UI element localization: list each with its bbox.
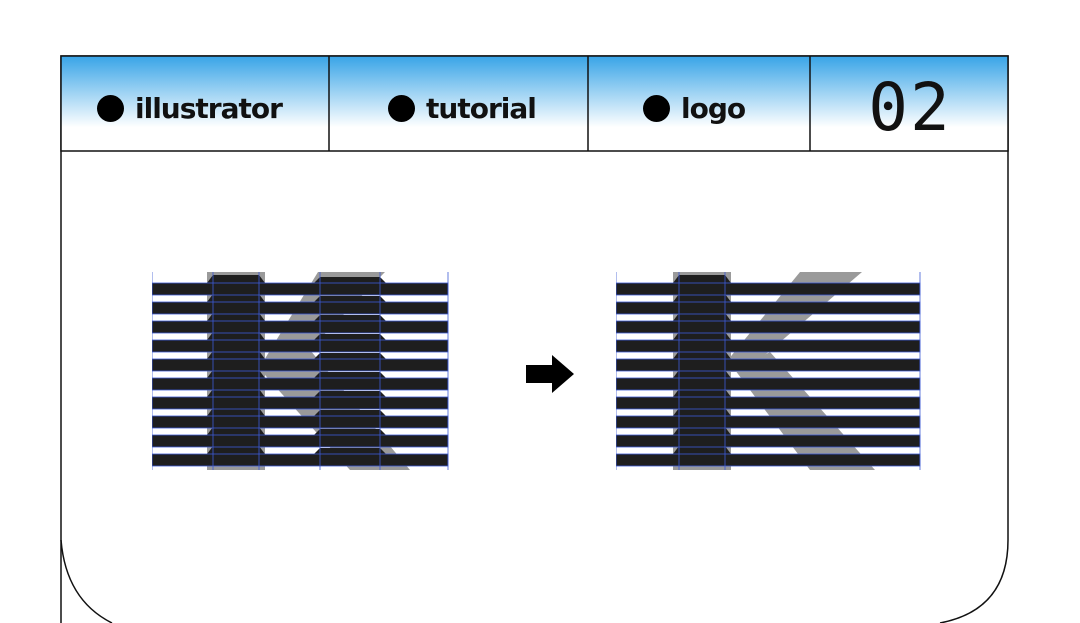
card-bottom-left-corner — [60, 539, 113, 623]
bullet-dot-icon — [643, 94, 670, 122]
stripe-bump — [673, 389, 731, 397]
stripe — [152, 302, 448, 314]
letter-k-after — [616, 272, 921, 470]
stripe-bump — [207, 370, 265, 378]
stripe-bump — [314, 353, 386, 359]
stripes-result — [616, 275, 920, 466]
stripe-bump — [314, 334, 386, 340]
anchor-paths — [152, 272, 449, 470]
letter-k-before — [152, 272, 449, 470]
stripe — [152, 378, 448, 390]
stripe-bump — [207, 332, 265, 340]
stripe-bump — [207, 389, 265, 397]
stripe-bump — [207, 351, 265, 359]
stripe-bump — [207, 446, 265, 454]
stripe-bump — [314, 296, 386, 302]
stripe — [616, 283, 920, 295]
stripe-bump — [314, 277, 386, 283]
stripe — [616, 302, 920, 314]
stripe-bump — [314, 448, 386, 454]
right-arrow-icon — [526, 355, 574, 393]
stripe-bump — [673, 313, 731, 321]
stripe-bump — [673, 294, 731, 302]
bullet-dot-icon — [388, 94, 415, 122]
tag-label: illustrator — [135, 91, 283, 125]
stripe-bump — [673, 351, 731, 359]
stripe — [152, 359, 448, 371]
stripes-warped — [152, 275, 448, 466]
stripe — [616, 321, 920, 333]
stripe — [152, 340, 448, 352]
stripe-bump — [314, 372, 386, 378]
tag-label: tutorial — [426, 91, 537, 125]
stripe-bump — [207, 275, 265, 283]
stripe — [616, 397, 920, 409]
stripe — [616, 454, 920, 466]
stripe-bump — [673, 275, 731, 283]
anchor-paths — [616, 272, 921, 470]
stripe — [616, 359, 920, 371]
stripe — [616, 340, 920, 352]
stripe-bump — [673, 427, 731, 435]
tag-tutorial: tutorial — [388, 84, 537, 132]
stripe-bump — [673, 332, 731, 340]
stripe-bump — [314, 315, 386, 321]
stripe-bump — [673, 446, 731, 454]
stripe-bump — [673, 408, 731, 416]
stripe-bump — [314, 391, 386, 397]
card-outline — [60, 55, 1009, 623]
stripe-bump — [207, 313, 265, 321]
tag-logo: logo — [643, 84, 746, 132]
stripe — [152, 435, 448, 447]
stripe — [152, 283, 448, 295]
stripe-bump — [314, 429, 386, 435]
stripe-bump — [207, 294, 265, 302]
tag-illustrator: illustrator — [97, 84, 283, 132]
stripe — [152, 416, 448, 428]
stripe-bump — [314, 410, 386, 416]
bullet-dot-icon — [97, 94, 124, 122]
stripe — [616, 435, 920, 447]
stripe-bump — [207, 408, 265, 416]
tag-label: logo — [681, 91, 746, 125]
stripe — [152, 321, 448, 333]
stripe-bump — [207, 427, 265, 435]
stripe — [616, 416, 920, 428]
step-number: 02 — [868, 68, 952, 146]
stripe — [152, 397, 448, 409]
stripe — [152, 454, 448, 466]
header-band — [60, 55, 1009, 152]
stripe — [616, 378, 920, 390]
stripe-bump — [673, 370, 731, 378]
